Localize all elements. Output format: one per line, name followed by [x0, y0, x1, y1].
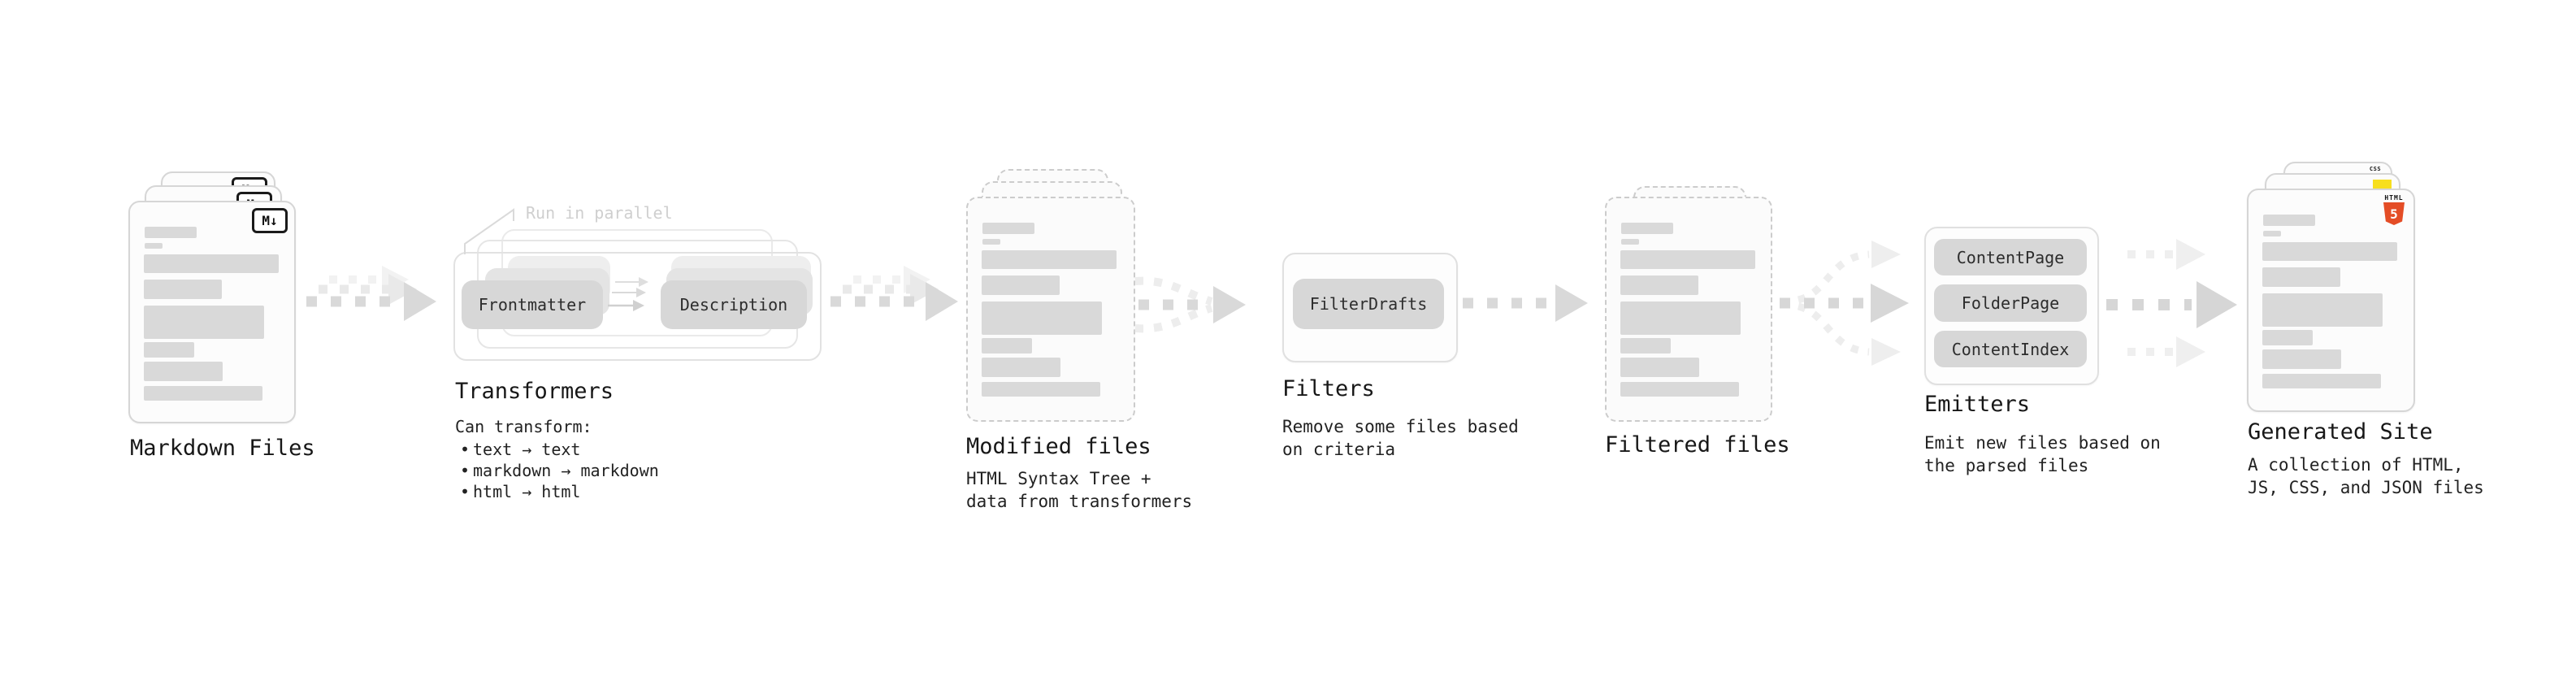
doc-line — [2262, 330, 2313, 345]
modified-files-label: Modified files — [966, 434, 1151, 459]
doc-line — [144, 362, 223, 381]
bullet-item: •markdown → markdown — [459, 461, 659, 480]
doc-line — [2262, 242, 2397, 261]
bullet-item: •html → html — [459, 482, 581, 501]
contentindex-pill: ContentIndex — [1934, 331, 2087, 367]
doc-line — [982, 358, 1060, 377]
transformers-description-intro: Can transform: — [455, 417, 592, 436]
arrow-emitters-to-generated-site — [2106, 239, 2237, 367]
doc-line — [982, 239, 1000, 245]
doc-line — [2262, 349, 2341, 369]
doc-line — [1620, 301, 1741, 335]
doc-line — [2262, 267, 2340, 287]
doc-line — [1620, 338, 1671, 354]
bullet-item: •text → text — [459, 440, 581, 459]
doc-line — [982, 301, 1102, 335]
document-placeholder-lines — [968, 198, 1134, 420]
markdown-file-card-front: M↓ — [128, 201, 296, 423]
document-placeholder-lines — [1607, 198, 1771, 420]
doc-line — [144, 306, 264, 339]
html5-icon: HTML 5 — [2382, 194, 2406, 225]
arrow-transformers-to-modified-files — [830, 266, 958, 321]
filtered-files-label: Filtered files — [1605, 432, 1790, 458]
generated-site-label: Generated Site — [2248, 419, 2433, 445]
doc-line — [145, 227, 197, 238]
transformers-label: Transformers — [455, 379, 614, 404]
doc-line — [2262, 293, 2383, 327]
doc-line — [1620, 275, 1698, 295]
document-placeholder-lines — [130, 202, 294, 422]
document-placeholder-lines — [2249, 190, 2413, 410]
doc-line — [1620, 250, 1755, 269]
contentpage-pill: ContentPage — [1934, 239, 2087, 275]
doc-line — [1620, 358, 1699, 377]
modified-file-card-front — [966, 197, 1135, 422]
doc-line — [145, 243, 163, 249]
transformer-stack-card-front — [453, 252, 822, 361]
emitters-label: Emitters — [1924, 392, 2031, 417]
transformers-bullet-list: •text → text •markdown → markdown •html … — [457, 439, 659, 502]
doc-line — [144, 342, 194, 358]
modified-files-description: HTML Syntax Tree + data from transformer… — [966, 469, 1193, 511]
doc-line — [144, 280, 222, 299]
doc-line — [2263, 231, 2281, 236]
doc-line — [982, 250, 1117, 269]
doc-line — [982, 275, 1060, 295]
filters-description: Remove some files based on criteria — [1282, 417, 1519, 459]
folderpage-pill: FolderPage — [1934, 284, 2087, 322]
generated-site-card-html: HTML 5 — [2247, 189, 2415, 412]
filtered-file-card-front — [1605, 197, 1772, 422]
markdown-files-label: Markdown Files — [130, 436, 315, 461]
arrow-modified-files-to-filters — [1134, 276, 1246, 333]
frontmatter-pill: Frontmatter — [462, 280, 603, 329]
doc-line — [144, 386, 262, 401]
doc-line — [1621, 223, 1673, 234]
run-in-parallel-callout: Run in parallel — [526, 203, 673, 223]
markdown-icon: M↓ — [252, 208, 288, 233]
filterdrafts-pill: FilterDrafts — [1293, 279, 1444, 329]
arrow-markdown-to-transformers — [306, 266, 436, 321]
doc-line — [982, 338, 1032, 354]
description-pill: Description — [661, 280, 807, 329]
filters-label: Filters — [1282, 376, 1375, 401]
doc-line — [144, 254, 279, 273]
doc-line — [982, 223, 1034, 234]
javascript-icon — [2373, 180, 2392, 190]
arrow-filters-to-filtered-files — [1463, 284, 1588, 322]
doc-line — [2262, 374, 2381, 388]
emitters-description: Emit new files based on the parsed files — [1924, 433, 2161, 475]
generated-site-description: A collection of HTML, JS, CSS, and JSON … — [2248, 455, 2484, 497]
doc-line — [2263, 215, 2315, 226]
doc-line — [982, 382, 1100, 397]
doc-line — [1620, 382, 1739, 397]
arrow-filtered-files-to-emitters — [1780, 241, 1909, 366]
doc-line — [1621, 239, 1639, 245]
